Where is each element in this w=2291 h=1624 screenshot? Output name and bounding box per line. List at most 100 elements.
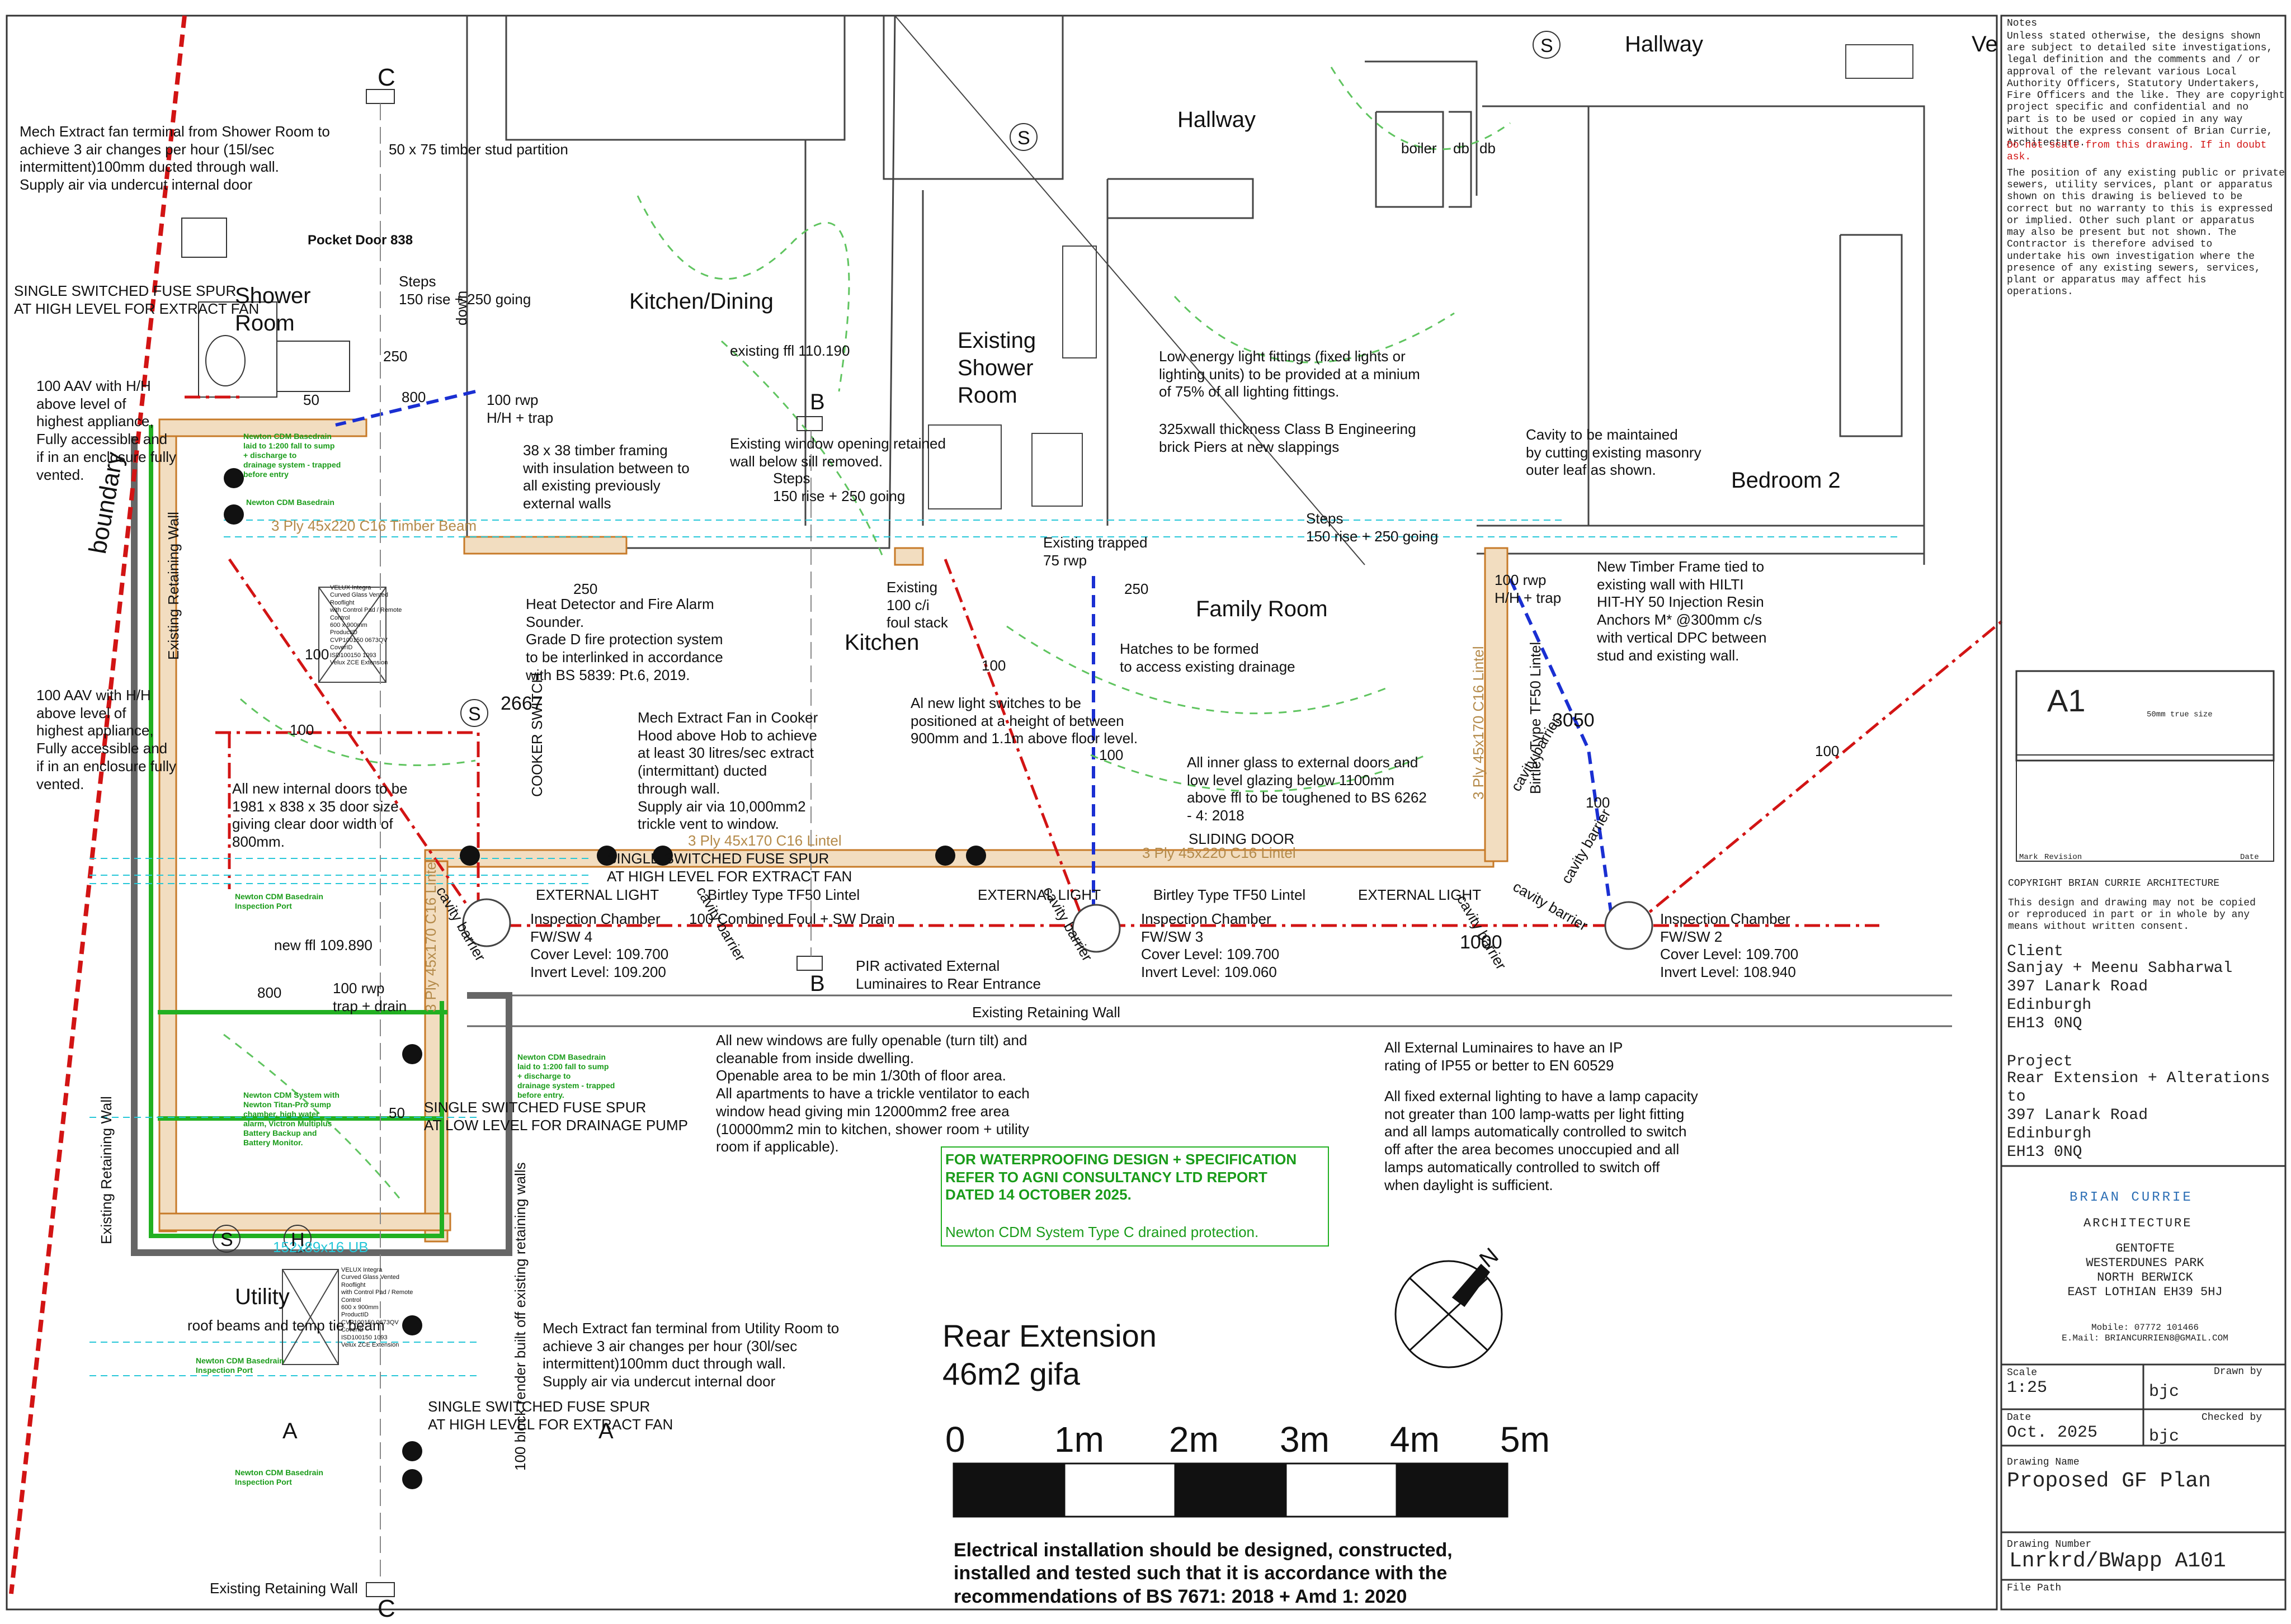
tb-copyright: COPYRIGHT BRIAN CURRIE ARCHITECTURE bbox=[2008, 878, 2220, 889]
inspection-chambers bbox=[462, 898, 1653, 953]
tb-date: Oct. 2025 bbox=[2007, 1423, 2098, 1442]
tb-date-col: Date bbox=[2240, 853, 2259, 862]
section-b-bottom: B bbox=[810, 971, 825, 996]
note-ext-light-2: EXTERNAL LIGHT bbox=[978, 886, 1101, 903]
note-birtley-2: Birtley Type TF50 Lintel bbox=[1153, 886, 1306, 903]
retaining-wall bbox=[131, 436, 1952, 1256]
tb-drawing-name: Proposed GF Plan bbox=[2007, 1469, 2211, 1493]
dim-100-d: 100 bbox=[1099, 747, 1124, 763]
note-internal-doors: All new internal doors to be 1981 x 838 … bbox=[232, 780, 408, 851]
note-existing-retaining-wall-bottom: Existing Retaining Wall bbox=[210, 1580, 358, 1597]
note-pir: PIR activated External Luminaires to Rea… bbox=[856, 957, 1041, 992]
note-existing-retaining-wall-left: Existing Retaining Wall bbox=[98, 1096, 115, 1244]
note-lintel-right: 3 Ply 45x170 C16 Lintel bbox=[1470, 646, 1487, 800]
room-label-family-room: Family Room bbox=[1196, 597, 1328, 621]
light-fittings bbox=[224, 468, 986, 1489]
note-light-switches: Al new light switches to be positioned a… bbox=[911, 695, 1138, 747]
room-label-shower-room: Shower Room bbox=[235, 284, 311, 336]
note-newton-sump: Newton CDM System with Newton Titan-Pro … bbox=[243, 1090, 340, 1148]
symbol-h: H bbox=[291, 1229, 305, 1250]
note-electrical: Electrical installation should be design… bbox=[954, 1540, 1453, 1607]
dim-250b: 250 bbox=[573, 580, 598, 597]
section-a-right: A bbox=[598, 1419, 614, 1443]
note-newton-basedrain-1: Newton CDM Basedrain laid to 1:200 fall … bbox=[243, 432, 341, 479]
dim-1000: 1000 bbox=[1460, 932, 1502, 953]
note-pocket-door: Pocket Door 838 bbox=[308, 233, 413, 248]
drawing-border bbox=[6, 15, 1998, 1611]
note-mech-extract-utility: Mech Extract fan terminal from Utility R… bbox=[543, 1320, 840, 1390]
dim-100-c: 100 bbox=[982, 657, 1006, 674]
note-lintel-family: 3 Ply 45x220 C16 Lintel bbox=[1142, 844, 1296, 861]
section-b-top: B bbox=[810, 390, 825, 414]
note-beam-left: 3 Ply 45x220 C16 Timber Beam bbox=[271, 517, 477, 534]
note-new-ffl: new ffl 109.890 bbox=[274, 937, 373, 953]
rwp-runs bbox=[335, 390, 1613, 923]
grid-lines bbox=[89, 520, 1902, 1376]
note-rwp-trap-drain: 100 rwp trap + drain bbox=[333, 980, 407, 1014]
tb-do-not-scale: Do not scale from this drawing. If in do… bbox=[2007, 140, 2267, 163]
note-steps-right: Steps 150 rise + 250 going bbox=[1306, 510, 1439, 545]
note-newton-basedrain-6: Newton CDM Basedrain Inspection Port bbox=[235, 1468, 323, 1487]
note-lintel-kitchen: 3 Ply 45x170 C16 Lintel bbox=[688, 832, 842, 849]
symbol-s-4: S bbox=[220, 1229, 233, 1250]
room-label-hallway-top: Hallway bbox=[1625, 32, 1704, 56]
symbol-circles bbox=[213, 31, 1561, 1253]
note-fixed-lighting: All fixed external lighting to have a la… bbox=[1384, 1088, 1698, 1193]
tb-notes-heading: Notes bbox=[2007, 18, 2038, 29]
note-roof-beams: roof beams and temp tie beam bbox=[187, 1317, 385, 1334]
room-label-kitchen: Kitchen bbox=[845, 630, 920, 655]
note-timber-framing: 38 x 38 timber framing with insulation b… bbox=[523, 442, 690, 512]
tb-mark: Mark bbox=[2019, 853, 2038, 862]
tb-project: Rear Extension + Alterations to 397 Lana… bbox=[2007, 1070, 2270, 1162]
note-existing-retaining-wall: Existing Retaining Wall bbox=[972, 1004, 1120, 1021]
note-existing-ffl: existing ffl 110.190 bbox=[730, 342, 850, 359]
tb-drawn: bjc bbox=[2149, 1382, 2180, 1401]
note-waterproofing: FOR WATERPROOFING DESIGN + SPECIFICATION… bbox=[945, 1151, 1297, 1203]
section-markers bbox=[366, 89, 823, 1597]
dim-3050: 3050 bbox=[1552, 710, 1595, 731]
note-aav-1: 100 AAV with H/H above level of highest … bbox=[36, 377, 177, 483]
note-beam-utility: 152x89x16 UB bbox=[273, 1239, 369, 1255]
dim-800b: 800 bbox=[257, 984, 282, 1001]
room-label-hallway: Hallway bbox=[1177, 107, 1256, 132]
shower-room-fixtures bbox=[181, 218, 350, 398]
dim-250-steps: 250 bbox=[1124, 580, 1149, 597]
note-aav-2: 100 AAV with H/H above level of highest … bbox=[36, 687, 177, 792]
note-ext-light-3: EXTERNAL LIGHT bbox=[1358, 886, 1482, 903]
tb-notes-body: Unless stated otherwise, the designs sho… bbox=[2007, 31, 2285, 149]
dim-250: 250 bbox=[383, 348, 408, 365]
dim-down: down bbox=[453, 290, 470, 325]
note-steps-mid: Steps 150 rise + 250 going bbox=[773, 470, 906, 504]
dim-800: 800 bbox=[402, 389, 426, 405]
tb-scale: 1:25 bbox=[2007, 1378, 2048, 1398]
note-ext-light-1: EXTERNAL LIGHT bbox=[536, 886, 659, 903]
tb-firm-address: GENTOFTE WESTERDUNES PARK NORTH BERWICK … bbox=[2067, 1241, 2223, 1299]
note-hatches: Hatches to be formed to access existing … bbox=[1120, 640, 1295, 675]
room-label-utility: Utility bbox=[235, 1285, 290, 1309]
scale-label-1m: 1m bbox=[1054, 1419, 1104, 1460]
dim-100-f: 100 bbox=[1815, 743, 1840, 759]
waterproofing-box bbox=[941, 1146, 1329, 1247]
room-label-boiler: boiler bbox=[1401, 140, 1437, 157]
note-existing-retaining-wall-left2: Existing Retaining Wall bbox=[165, 512, 182, 660]
note-mech-extract-shower: Mech Extract fan terminal from Shower Ro… bbox=[20, 123, 330, 193]
compass bbox=[1394, 1260, 1503, 1368]
note-stud-partition: 50 x 75 timber stud partition bbox=[389, 141, 568, 158]
tb-project-label: Project bbox=[2007, 1053, 2073, 1070]
tb-revision: Revision bbox=[2044, 853, 2082, 862]
tb-sheet-size: A1 bbox=[2047, 683, 2086, 718]
note-velux-bottom: VELUX Integra Curved Glass Vented Roofli… bbox=[341, 1267, 413, 1349]
note-ic4: Inspection Chamber FW/SW 4 Cover Level: … bbox=[530, 910, 669, 981]
note-newton-system: Newton CDM System Type C drained protect… bbox=[945, 1224, 1259, 1240]
note-newton-basedrain-4: Newton CDM Basedrain laid to 1:200 fall … bbox=[517, 1052, 615, 1100]
note-external-luminaires-ip: All External Luminaires to have an IP ra… bbox=[1384, 1039, 1623, 1074]
room-label-db1: db bbox=[1453, 140, 1469, 157]
note-rwp-right: 100 rwp H/H + trap bbox=[1495, 572, 1562, 606]
tb-drawing-name-label: Drawing Name bbox=[2007, 1457, 2080, 1468]
note-mech-extract-cooker: Mech Extract Fan in Cooker Hood above Ho… bbox=[638, 709, 818, 833]
dim-100-e: 100 bbox=[1586, 794, 1610, 811]
room-label-partial: Ve bbox=[1972, 32, 1998, 56]
dim-100-a: 100 bbox=[290, 721, 314, 738]
note-fuse-spur-pump: SINGLE SWITCHED FUSE SPUR AT LOW LEVEL F… bbox=[424, 1099, 688, 1134]
tb-checked: bjc bbox=[2149, 1427, 2180, 1446]
